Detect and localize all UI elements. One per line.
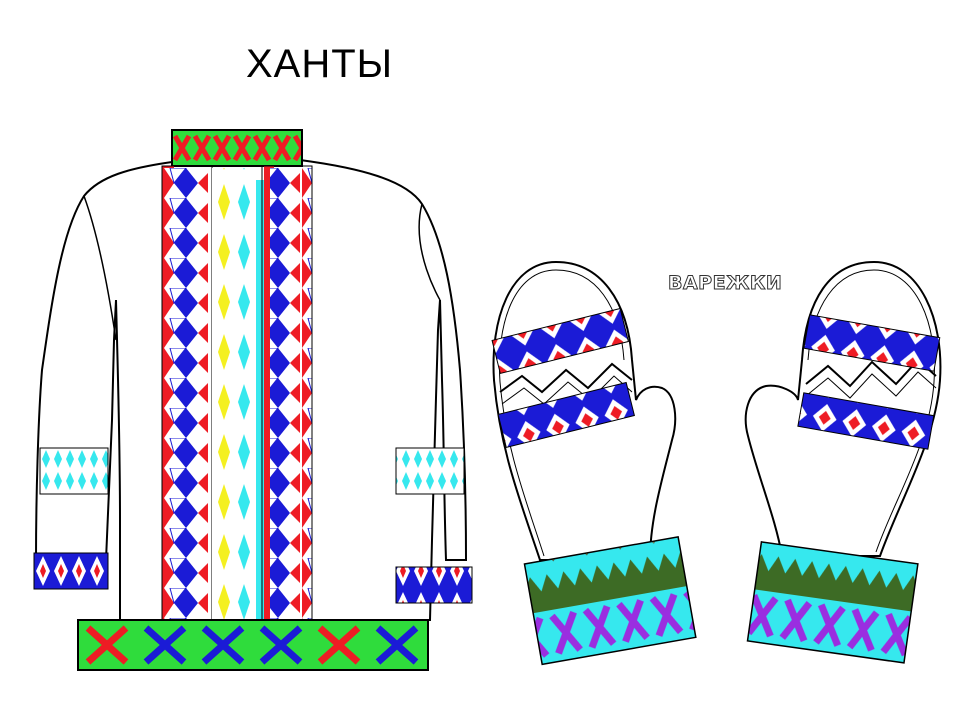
page-title: ХАНТЫ	[246, 42, 394, 86]
sleeve-band-left	[39, 447, 109, 495]
shirt	[33, 129, 473, 671]
mitten-right-band-top	[803, 314, 941, 372]
cuff-left	[33, 552, 109, 590]
mitten-left	[491, 260, 697, 666]
placket-center	[212, 168, 264, 620]
collar-band	[171, 129, 303, 167]
mittens-label: ВАРЕЖКИ	[667, 272, 783, 295]
mitten-left-band-bottom	[497, 381, 636, 449]
mitten-right-band-bottom	[797, 392, 935, 450]
mitten-right	[744, 260, 942, 664]
mitten-left-band-top	[491, 307, 630, 375]
placket-right	[270, 168, 312, 620]
mitten-left-cuff	[523, 535, 697, 666]
sleeve-band-right	[395, 447, 465, 495]
cuff-right	[395, 566, 473, 604]
placket-left	[164, 168, 210, 620]
mitten-right-cuff	[746, 541, 919, 664]
